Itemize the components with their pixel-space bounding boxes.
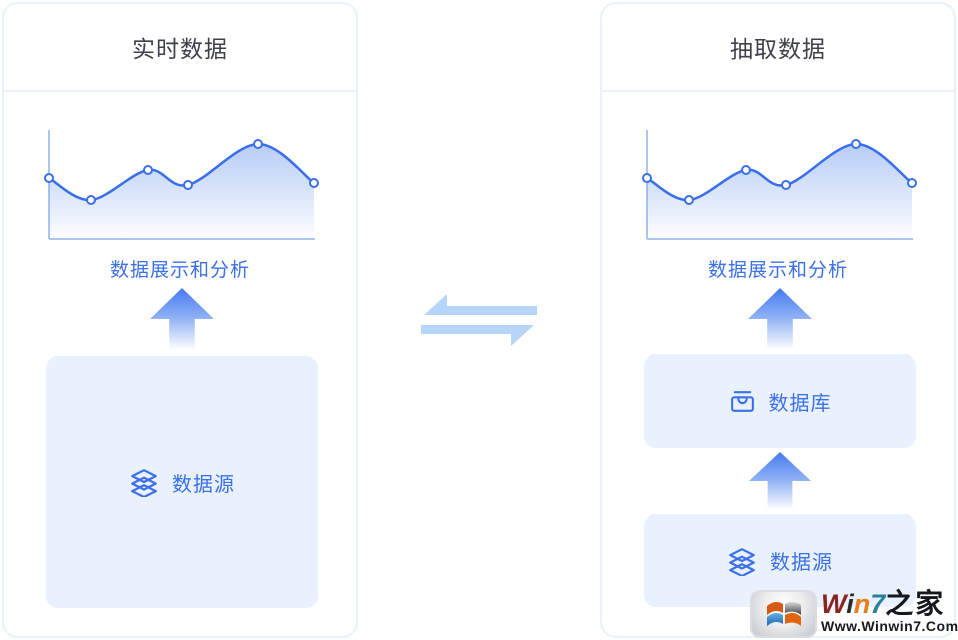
layers-icon: [729, 547, 755, 576]
mini-line-chart: [642, 130, 917, 240]
card-header: 抽取数据: [602, 4, 954, 92]
database-box: 数据库: [644, 354, 916, 448]
watermark-brand-segment: n: [853, 589, 871, 619]
card-realtime-data: 实时数据 数据展示和分析 数据源: [2, 2, 358, 638]
card-extracted-data: 抽取数据 数据展示和分析 数据库 数据源: [600, 2, 956, 638]
watermark-brand-segment: 7: [870, 589, 886, 619]
chart-caption: 数据展示和分析: [707, 260, 848, 281]
watermark-brand-segment: W: [821, 589, 847, 619]
mini-line-chart: [44, 130, 319, 240]
windows-flag-icon: [766, 601, 801, 626]
swap-arrows-icon: [421, 294, 537, 346]
watermark: Win7之家 Www.Winwin7.Com: [750, 590, 958, 640]
watermark-brand-segment: i: [846, 589, 854, 619]
chart-caption: 数据展示和分析: [109, 260, 250, 281]
data-source-label: 数据源: [770, 552, 833, 574]
watermark-text: Win7之家 Www.Winwin7.Com: [821, 590, 958, 635]
up-arrow-icon: [150, 288, 214, 350]
layers-icon: [131, 469, 157, 497]
watermark-brand-segment: 之家: [885, 588, 946, 619]
archive-box-icon: [730, 390, 754, 412]
data-source-label: 数据源: [172, 473, 235, 496]
up-arrow-icon: [748, 288, 812, 350]
up-arrow-icon: [749, 452, 811, 510]
watermark-url: Www.Winwin7.Com: [821, 618, 958, 634]
database-label: 数据库: [768, 392, 832, 415]
data-source-box: 数据源: [46, 356, 318, 608]
card-header: 实时数据: [4, 4, 356, 92]
card-title: 实时数据: [132, 36, 228, 62]
windows-logo-icon: [750, 590, 817, 638]
watermark-brand: Win7之家: [821, 590, 958, 618]
card-title: 抽取数据: [730, 36, 826, 62]
